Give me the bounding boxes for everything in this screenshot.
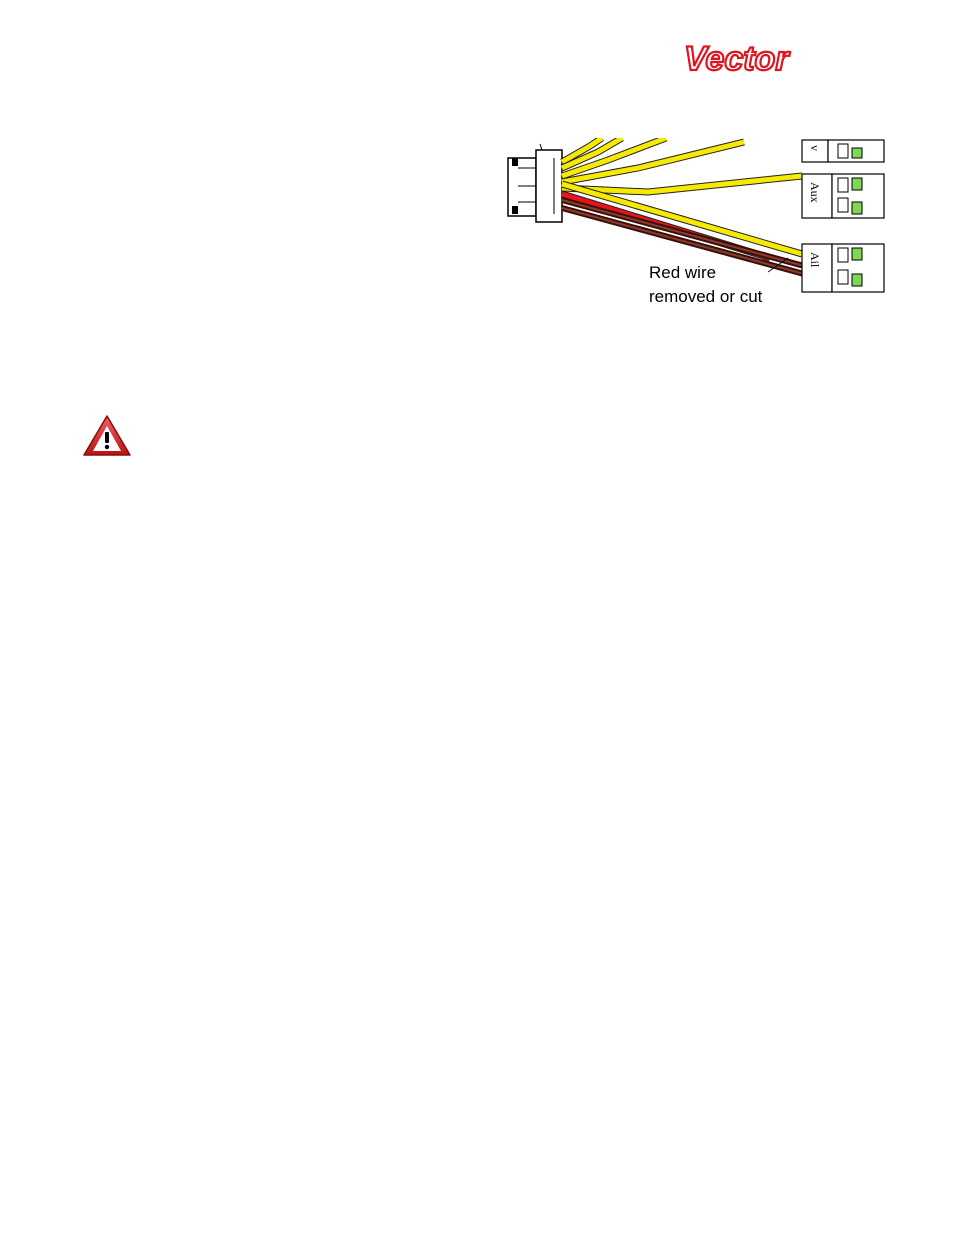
vector-logo: Vector [680,38,802,78]
wiring-diagram: v Aux Ail Red wire removed or cut [498,138,890,310]
connector-ail: Ail [802,244,884,292]
vector-logo-text: Vector [684,40,790,78]
connector-ail-label: Ail [808,252,822,268]
connector-aux-label: Aux [808,182,822,203]
connector-aux: Aux [802,174,884,218]
connector-v-label: v [808,145,822,151]
main-connector [508,144,562,222]
annotation-line-1: Red wire [649,263,716,282]
connector-v: v [802,140,884,162]
signal-wires [562,138,802,254]
warning-triangle-icon [82,414,132,458]
annotation-line-2: removed or cut [649,287,763,306]
